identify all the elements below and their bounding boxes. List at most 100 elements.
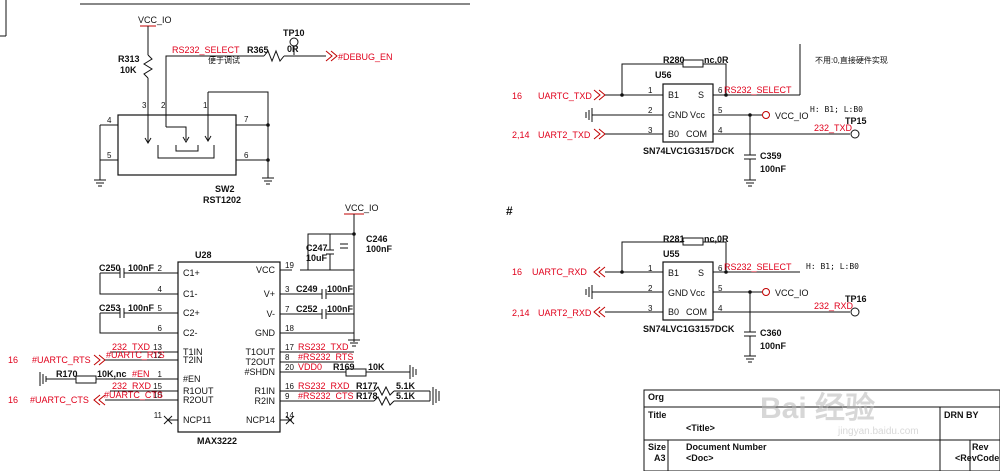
net-uartc-rts: #UARTC_RTS <box>106 350 165 360</box>
r365-value: 0R <box>287 44 299 54</box>
u56-pin-num: 3 <box>648 126 653 135</box>
u28-pin-name: R2OUT <box>183 395 214 405</box>
tb-size-value: A3 <box>654 453 666 463</box>
u56-pin-s: S <box>698 90 704 100</box>
c247-value: 10uF <box>306 253 328 263</box>
u55-pin-num: 4 <box>718 304 723 313</box>
u28-pin-name: VCC <box>256 265 276 275</box>
u55-out-net: 232_RXD <box>814 301 854 311</box>
u55-pin-num: 3 <box>648 304 653 313</box>
sw2-pin-7: 7 <box>244 115 249 124</box>
c249-value: 100nF <box>327 284 354 294</box>
vcc-io-label: VCC_IO <box>138 15 172 25</box>
u56-pin-num: 1 <box>648 86 653 95</box>
u28-pin-num: 14 <box>285 411 294 420</box>
u28-pin-name: R1OUT <box>183 386 214 396</box>
u55-pin-s: S <box>698 268 704 278</box>
u55-hl-note: H: B1; L:B0 <box>806 262 859 271</box>
u55-section: R281 nc,0R U55 B1 GND B0 S Vcc COM 1 2 3… <box>512 234 867 363</box>
u28-pin-name: T2OUT <box>245 357 275 367</box>
u56-pin-vcc: Vcc <box>690 110 706 120</box>
uart2-rxd-port: UART2_RXD <box>538 308 592 318</box>
net-uartc-cts: #UARTC_CTS <box>104 390 163 400</box>
u56-pin-b1: B1 <box>668 90 679 100</box>
u55-body <box>662 261 714 321</box>
u28-pin-num: 8 <box>285 353 290 362</box>
net-232-rxd: 232_RXD <box>112 381 152 391</box>
r170-ref: R170 <box>56 369 78 379</box>
tb-size-label: Size <box>648 442 666 452</box>
u56-in1-sheet: 16 <box>512 91 522 101</box>
u55-select-net: RS232_SELECT <box>724 262 792 272</box>
debug-note: 便于调试 <box>208 55 240 65</box>
u28-pin-num: 16 <box>285 382 294 391</box>
u28-pin-name: #EN <box>183 374 201 384</box>
r177-value: 5.1K <box>396 381 416 391</box>
tb-org-label: Org <box>648 392 664 402</box>
u28-body <box>177 261 281 433</box>
net-vdd0: VDD0 <box>298 362 322 372</box>
u28-pin-name: T2IN <box>183 355 203 365</box>
sw2-pin-4: 4 <box>107 116 112 125</box>
r281-value: nc,0R <box>704 234 729 244</box>
tb-title-label: Title <box>648 410 666 420</box>
u28-pin-num: 1 <box>158 370 163 379</box>
u56-select-net: RS232_SELECT <box>724 85 792 95</box>
uartc-rts-port: #UARTC_RTS <box>32 355 91 365</box>
u28-pin-num: 17 <box>285 343 294 352</box>
c246-value: 100nF <box>366 244 393 254</box>
debug-en-port: #DEBUG_EN <box>338 52 393 62</box>
net-en: #EN <box>132 369 150 379</box>
sw2-part: RST1202 <box>203 195 241 205</box>
r313-ref: R313 <box>118 54 140 64</box>
u55-pin-num: 1 <box>648 264 653 273</box>
u55-pin-b0: B0 <box>668 307 679 317</box>
u56-pin-num: 4 <box>718 126 723 135</box>
u56-pin-num: 2 <box>648 106 653 115</box>
u28-pin-name: C1- <box>183 289 198 299</box>
u28-ref: U28 <box>195 250 212 260</box>
u28-pin-num: 18 <box>285 324 294 333</box>
sw2-pin-2: 2 <box>161 101 166 110</box>
u28-pin-name: R1IN <box>254 386 275 396</box>
u28-section: VCC_IO C247 10uF C246 100nF U28 MAX3222 … <box>8 203 440 446</box>
sw2-pin-6: 6 <box>244 151 249 160</box>
c250-ref: C250 <box>99 263 121 273</box>
tp16-label: TP16 <box>845 294 867 304</box>
u28-right-pins: 19VCC3V+7V-18GND17T1OUT8T2OUT20#SHDN16R1… <box>244 261 294 425</box>
tb-rev-label: Rev <box>972 442 989 452</box>
sw2-pin-3: 3 <box>142 101 147 110</box>
u28-pin-name: V+ <box>264 289 275 299</box>
tb-title-value: <Title> <box>686 423 715 433</box>
u28-pin-name: NCP14 <box>246 415 275 425</box>
net-232-txd: 232_TXD <box>112 342 151 352</box>
u28-pin-num: 7 <box>285 305 290 314</box>
c359-ref: C359 <box>760 151 782 161</box>
net-rs232-rts: #RS232_RTS <box>298 352 353 362</box>
u56-pin-num: 5 <box>718 106 723 115</box>
cts-sheet: 16 <box>8 395 18 405</box>
rs232-select-net: RS232_SELECT <box>172 45 240 55</box>
u28-pin-name: #SHDN <box>244 367 275 377</box>
u56-pin-gnd: GND <box>668 110 689 120</box>
tp15-label: TP15 <box>845 116 867 126</box>
sw2-body <box>117 114 237 176</box>
u28-pin-num: 4 <box>158 285 163 294</box>
u55-pin-b1: B1 <box>668 268 679 278</box>
u56-body <box>662 83 714 143</box>
r280-value: nc,0R <box>704 55 729 65</box>
title-block: Org Title <Title> DRN BY Size A3 Documen… <box>643 389 1000 471</box>
c252-value: 100nF <box>327 304 354 314</box>
uartc-txd-port: UARTC_TXD <box>538 91 592 101</box>
r313-value: 10K <box>120 65 137 75</box>
u55-part: SN74LVC1G3157DCK <box>643 324 735 334</box>
hash-mark: # <box>506 204 513 218</box>
r365-ref: R365 <box>247 45 269 55</box>
c360-value: 100nF <box>760 341 787 351</box>
r169-value: 10K <box>368 362 385 372</box>
net-rs232-cts: #RS232_CTS <box>298 391 354 401</box>
u56-in2-sheet: 2,14 <box>512 130 530 140</box>
tb-rev-value: <RevCode> <box>955 453 1000 463</box>
